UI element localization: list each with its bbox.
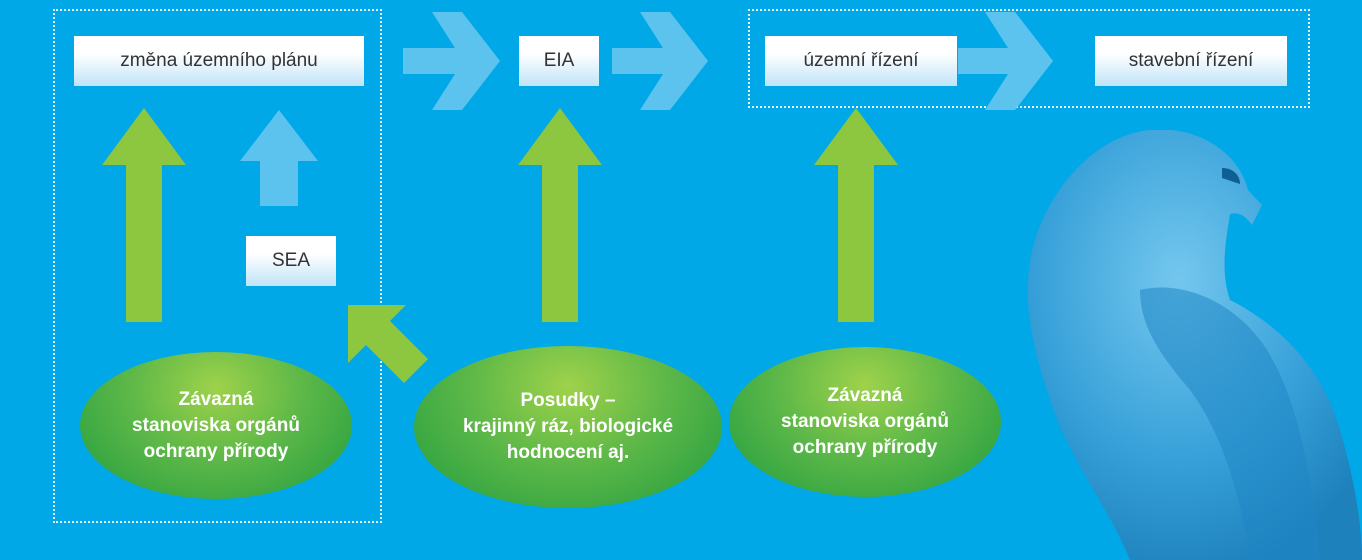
ellipse-line: ochrany přírody [143,440,289,462]
flow-arrow-icon [958,12,1053,110]
ellipse-line: stanoviska orgánů [132,414,300,436]
node-zmena-uzemniho-planu: změna územního plánu [74,36,364,86]
hawk-image [1027,130,1362,560]
ellipse-zavazna-stanoviska-right: Závazná stanoviska orgánů ochrany přírod… [729,347,1001,497]
up-arrow-icon [240,110,318,206]
node-eia: EIA [519,36,599,86]
ellipse-posudky: Posudky – krajinný ráz, biologické hodno… [414,346,722,508]
node-stavebni-rizeni: stavební řízení [1095,36,1287,86]
diagonal-arrow-icon [348,305,428,383]
up-arrow-icon [814,108,898,322]
ellipse-line: Posudky – [520,390,616,411]
node-uzemni-rizeni: územní řízení [765,36,957,86]
flow-arrow-icon [612,12,708,110]
ellipse-line: Závazná [178,388,254,410]
ellipse-line: krajinný ráz, biologické [462,416,674,437]
flow-arrow-icon [403,12,500,110]
up-arrow-icon [102,108,186,322]
planning-group-frame [53,9,382,523]
up-arrow-icon [518,108,602,322]
node-sea: SEA [246,236,336,286]
permit-group-frame [748,9,1310,108]
ellipse-line: Závazná [827,385,903,406]
ellipse-line: ochrany přírody [792,437,938,458]
ellipse-line: stanoviska orgánů [781,411,949,432]
ellipse-zavazna-stanoviska-left: Závazná stanoviska orgánů ochrany přírod… [80,352,352,499]
ellipse-line: hodnocení aj. [506,442,630,463]
